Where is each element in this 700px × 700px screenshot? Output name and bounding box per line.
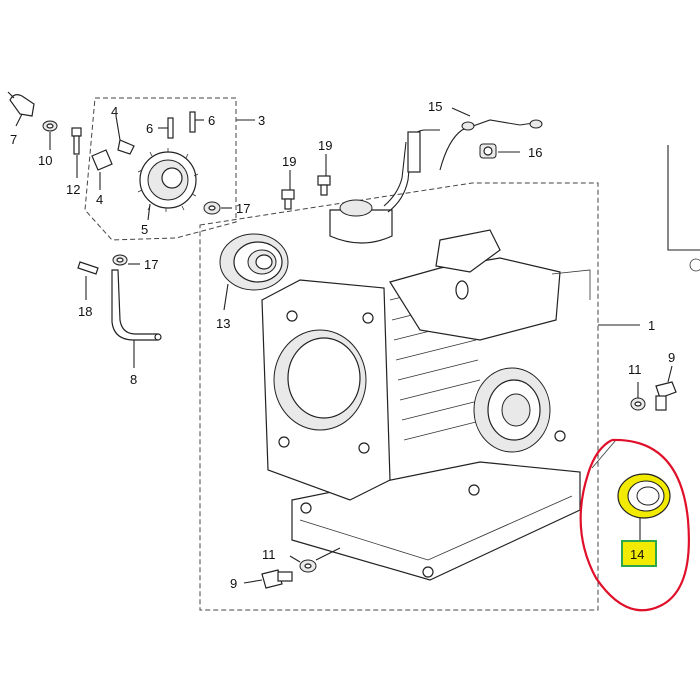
part-12-icon — [71, 127, 82, 178]
highlight-circle — [579, 438, 690, 612]
part-13-icon — [219, 233, 289, 311]
part-17-icon — [112, 201, 232, 266]
label-1: 1 — [648, 318, 655, 333]
group-outline-crankcase — [199, 182, 599, 611]
label-17b: 17 — [144, 257, 158, 272]
label-15: 15 — [428, 99, 442, 114]
part-6-icon — [158, 111, 204, 139]
oil-seal-bore — [636, 486, 660, 506]
adjacent-frame-mark — [689, 258, 700, 272]
label-11a: 11 — [628, 362, 642, 377]
label-6b: 6 — [208, 113, 215, 128]
label-19a: 19 — [282, 154, 296, 169]
label-3: 3 — [258, 113, 265, 128]
crankcase-body — [261, 229, 591, 581]
label-14: 14 — [630, 547, 644, 562]
adjacent-frame — [667, 145, 700, 251]
label-5: 5 — [141, 222, 148, 237]
label-4b: 4 — [96, 192, 103, 207]
label-9b: 9 — [230, 576, 237, 591]
label-16: 16 — [528, 145, 542, 160]
label-19b: 19 — [318, 138, 332, 153]
part-8-icon — [111, 269, 162, 368]
label-6a: 6 — [146, 121, 153, 136]
part-9-icon — [243, 365, 677, 589]
label-12: 12 — [66, 182, 80, 197]
group-bracket-oil-pump — [84, 97, 237, 241]
part-14-oil-seal — [617, 473, 671, 540]
label-9a: 9 — [668, 350, 675, 365]
label-10: 10 — [38, 153, 52, 168]
part-10-icon — [42, 120, 58, 150]
part-4-icon — [91, 115, 135, 190]
part-15-icon — [439, 107, 543, 171]
label-4: 4 — [111, 104, 118, 119]
part-11-icon — [289, 382, 646, 573]
oil-level-switch — [329, 129, 440, 244]
label-17a: 17 — [236, 201, 250, 216]
label-7: 7 — [10, 132, 17, 147]
leader-14-group — [591, 439, 617, 469]
label-13: 13 — [216, 316, 230, 331]
label-8: 8 — [130, 372, 137, 387]
label-14-box — [621, 540, 657, 567]
part-16-icon — [479, 143, 520, 159]
label-18: 18 — [78, 304, 92, 319]
part-5-icon — [137, 148, 199, 221]
label-11b: 11 — [262, 547, 276, 562]
part-18-icon — [77, 261, 99, 300]
part-19-icon — [281, 154, 331, 210]
part-7-icon — [7, 91, 35, 127]
